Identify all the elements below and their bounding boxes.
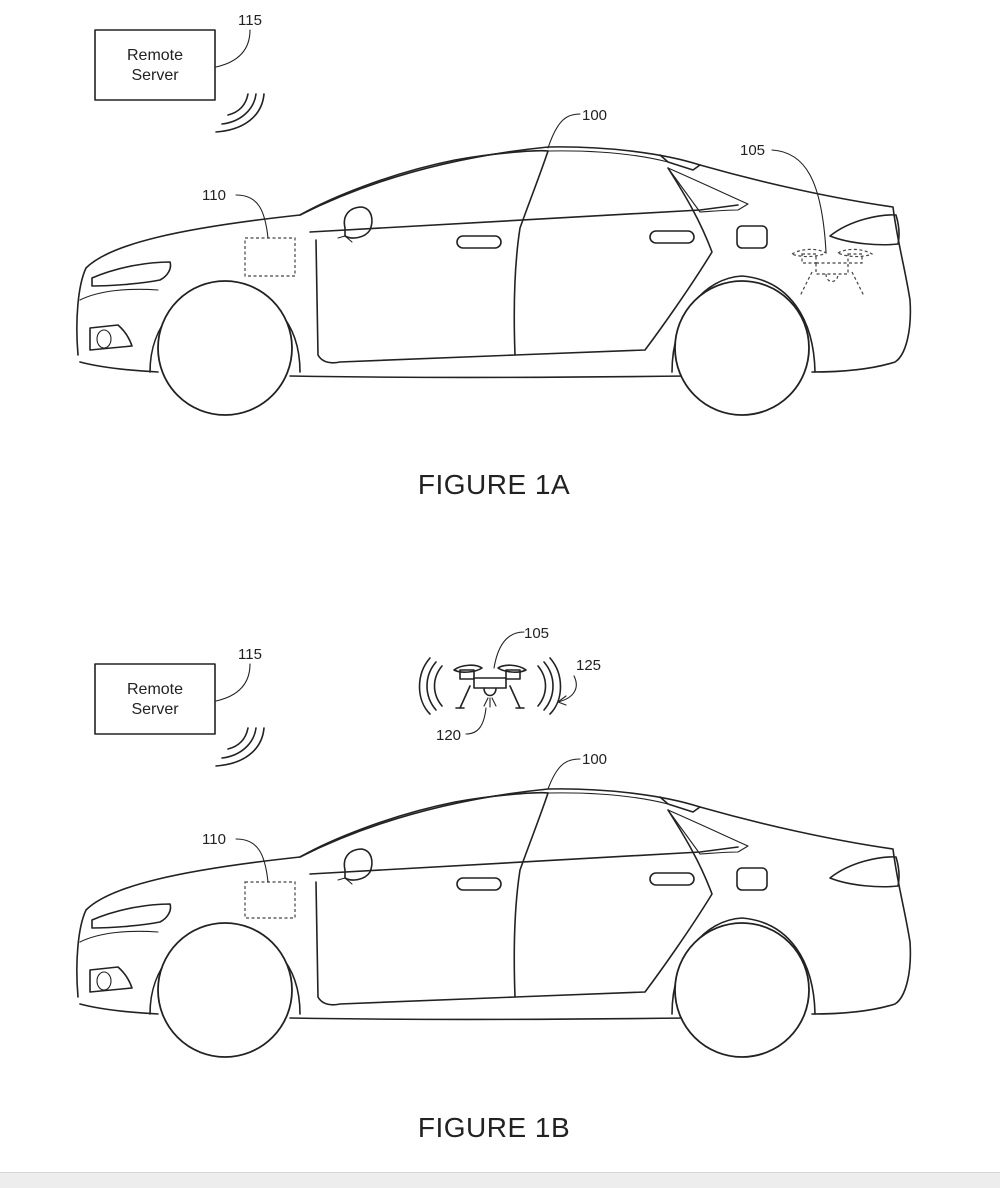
figure-1b: Remote Server 115 110 100 105 120 125: [77, 625, 911, 1143]
ref-vehicle: 100: [582, 751, 607, 768]
ref-server: 115: [238, 12, 262, 29]
ref-drone: 105: [740, 142, 765, 159]
docked-drone-dashed: [792, 249, 872, 296]
module-110-dashed: [245, 238, 295, 276]
flying-drone: [420, 658, 561, 714]
ref-module: 110: [202, 831, 226, 848]
ref-server: 115: [238, 646, 262, 663]
figure-caption: FIGURE 1A: [418, 469, 570, 500]
ref-signal: 125: [576, 657, 601, 674]
ref-module: 110: [202, 187, 226, 204]
server-label-line2: Server: [131, 701, 179, 718]
module-110-dashed: [245, 882, 295, 918]
server-label-line1: Remote: [127, 47, 183, 64]
figure-caption: FIGURE 1B: [418, 1112, 570, 1143]
ref-drone: 105: [524, 625, 549, 642]
server-label-line2: Server: [131, 67, 179, 84]
viewer-bottom-edge: [0, 1172, 1000, 1188]
server-label-line1: Remote: [127, 681, 183, 698]
ref-vehicle: 100: [582, 107, 607, 124]
ref-light: 120: [436, 727, 461, 744]
figure-1a: Remote Server 115 110 100 105 FIGURE 1A: [77, 12, 911, 500]
